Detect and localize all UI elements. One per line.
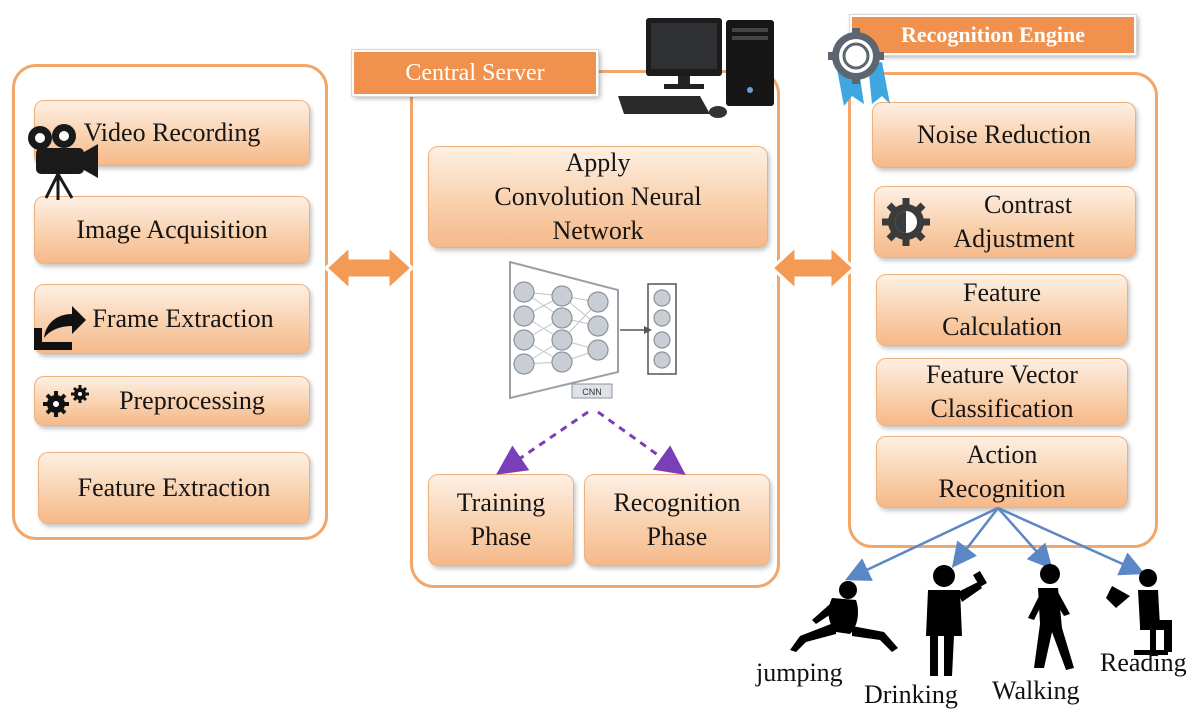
action-recognition-box: Action Recognition <box>876 436 1128 508</box>
preprocessing-box: Preprocessing <box>34 376 310 426</box>
arrow-to-jumping <box>844 506 999 581</box>
walking-label: Walking <box>992 676 1080 705</box>
desktop-computer-icon <box>618 18 774 118</box>
video-camera-icon <box>28 124 98 200</box>
right-double-arrow <box>769 242 857 294</box>
drinking-label: Drinking <box>864 680 958 709</box>
noise-reduction-label: Noise Reduction <box>916 120 1092 149</box>
noise-reduction-box: Noise Reduction <box>872 102 1136 168</box>
recognition-phase-line-1: Recognition <box>613 488 741 517</box>
fvc-line-1: Feature Vector <box>926 360 1078 389</box>
drinking-person-icon <box>926 565 987 676</box>
contrast-line-2: Adjustment <box>953 224 1075 253</box>
feature-calculation-box: Feature Calculation <box>876 274 1128 346</box>
video-recording-label: Video Recording <box>83 118 261 147</box>
reading-label: Reading <box>1100 648 1187 677</box>
jumping-person-icon <box>790 581 898 652</box>
arrow-to-reading <box>997 506 1146 576</box>
feature-extraction-label: Feature Extraction <box>77 473 271 502</box>
apply-cnn-box: Apply Convolution Neural Network <box>428 146 768 248</box>
award-ribbon-icon <box>828 28 890 106</box>
arrow-to-drinking <box>951 507 999 568</box>
action-line-2: Recognition <box>938 474 1066 503</box>
neural-network-icon: CNN <box>509 260 677 400</box>
dashed-arrow-training <box>496 410 589 475</box>
action-line-1: Action <box>966 440 1038 469</box>
feature-calc-line-2: Calculation <box>942 312 1062 341</box>
contrast-gear-icon <box>882 198 930 246</box>
recognition-phase-line-2: Phase <box>646 522 708 551</box>
fvc-line-2: Classification <box>930 394 1074 423</box>
cnn-line-1: Apply <box>565 148 631 177</box>
walking-person-icon <box>1028 564 1074 670</box>
dashed-arrow-recognition <box>597 410 686 475</box>
contrast-line-1: Contrast <box>983 190 1073 219</box>
training-line-2: Phase <box>470 522 532 551</box>
share-icon <box>34 306 86 350</box>
image-acquisition-box: Image Acquisition <box>34 196 310 264</box>
cnn-tag: CNN <box>582 387 602 397</box>
left-double-arrow <box>323 242 415 294</box>
frame-extraction-label: Frame Extraction <box>92 304 274 333</box>
feature-extraction-box: Feature Extraction <box>38 452 310 524</box>
cnn-line-3: Network <box>552 216 644 245</box>
preprocessing-label: Preprocessing <box>119 386 265 415</box>
recognition-phase-box: Recognition Phase <box>584 474 770 566</box>
arrow-to-walking <box>997 507 1053 570</box>
feature-vector-classification-box: Feature Vector Classification <box>876 358 1128 426</box>
training-phase-box: Training Phase <box>428 474 574 566</box>
central-server-tab: Central Server <box>351 49 599 97</box>
reading-person-icon <box>1106 569 1172 656</box>
jumping-label: jumping <box>756 658 843 687</box>
image-acquisition-label: Image Acquisition <box>76 215 268 244</box>
gears-icon <box>43 385 89 417</box>
feature-calc-line-1: Feature <box>963 278 1041 307</box>
cnn-line-2: Convolution Neural <box>494 182 702 211</box>
training-line-1: Training <box>456 488 546 517</box>
